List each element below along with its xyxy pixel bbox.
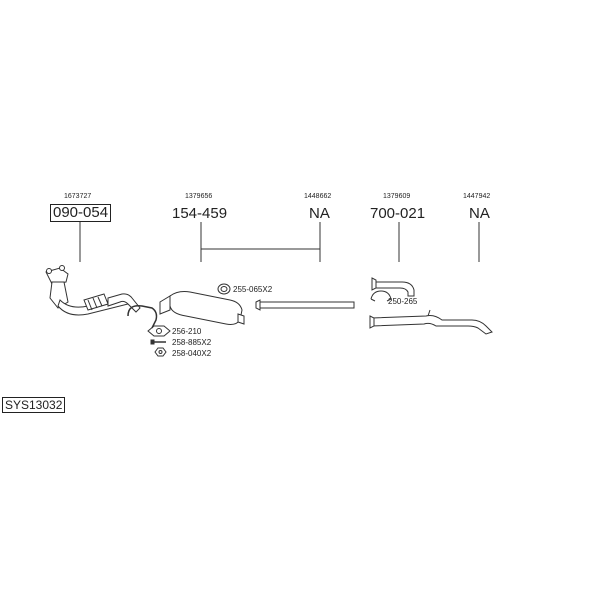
- oem-number: 1447942: [463, 193, 491, 200]
- part-number[interactable]: 090-054: [50, 204, 112, 222]
- part-number[interactable]: NA: [469, 205, 490, 222]
- system-code: SYS13032: [2, 397, 66, 413]
- gasket-icon: [147, 325, 171, 337]
- oem-number: 1673727: [64, 193, 92, 200]
- middle-pipe: [255, 299, 355, 311]
- oem-number: 1448662: [304, 193, 332, 200]
- catalytic-converter: [45, 265, 141, 316]
- accessory-label[interactable]: 255-065X2: [233, 285, 273, 294]
- hanger-icon: [370, 290, 392, 300]
- accessory-label[interactable]: 256-210: [172, 327, 202, 336]
- part-number[interactable]: 154-459: [172, 205, 228, 222]
- part-number[interactable]: 700-021: [370, 205, 426, 222]
- accessory-label[interactable]: 250-265: [388, 297, 418, 306]
- clamp-icon: [217, 283, 231, 295]
- oem-number: 1379656: [185, 193, 213, 200]
- middle-silencer: [159, 291, 245, 325]
- nut-icon: [154, 347, 167, 357]
- accessory-label[interactable]: 258-885X2: [172, 338, 212, 347]
- rear-bend-pipe: [371, 277, 415, 297]
- front-pipe: [127, 304, 158, 329]
- tail-pipe: [369, 309, 493, 335]
- accessory-label[interactable]: 258-040X2: [172, 349, 212, 358]
- oem-number: 1379609: [383, 193, 411, 200]
- part-number[interactable]: NA: [309, 205, 330, 222]
